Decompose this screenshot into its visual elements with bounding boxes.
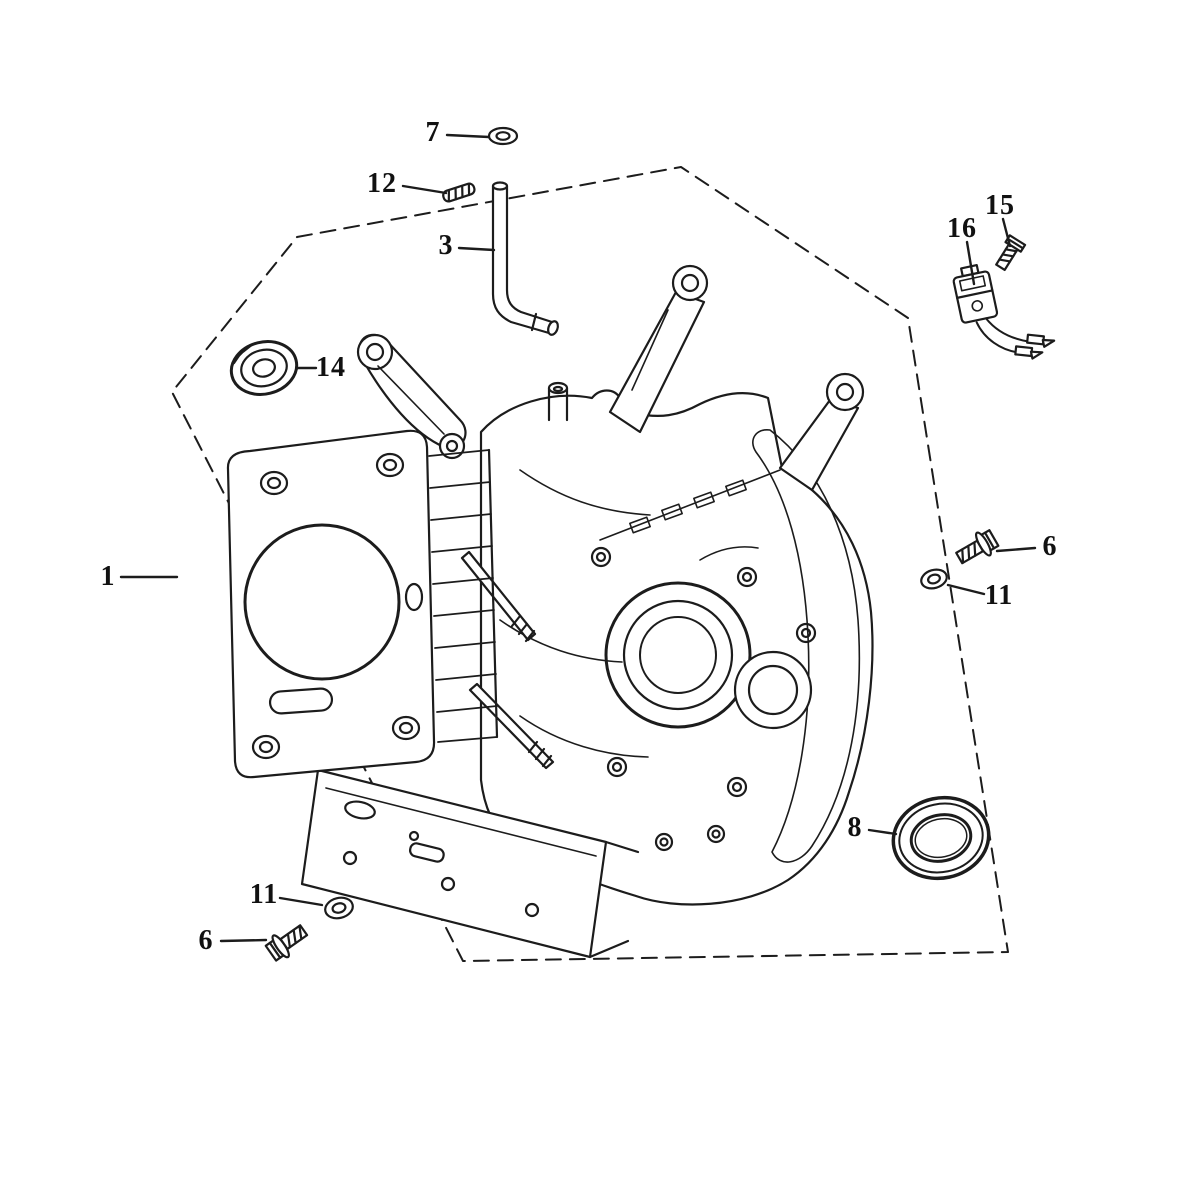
left-bracket-arm xyxy=(356,333,467,460)
part-6-bolt-left xyxy=(264,924,309,962)
leader-line-7 xyxy=(445,133,491,139)
right-upper-arm xyxy=(608,264,709,434)
callout-11: 11 xyxy=(249,879,279,910)
stud-a xyxy=(460,550,537,643)
callout-3: 3 xyxy=(438,230,454,261)
leader-line-11 xyxy=(278,896,324,907)
callout-6: 6 xyxy=(1042,531,1058,562)
callout-15: 15 xyxy=(985,190,1015,221)
callout-6: 6 xyxy=(198,925,214,956)
part-6-bolt-right xyxy=(955,529,1000,565)
part-14-seal xyxy=(229,340,299,396)
callout-8: 8 xyxy=(847,812,863,843)
callout-1: 1 xyxy=(100,561,116,592)
stud-b xyxy=(468,682,555,770)
part-16-unit xyxy=(952,263,1056,360)
callout-16: 16 xyxy=(947,213,977,244)
right-top-bracket xyxy=(778,372,865,492)
callout-leader-lines xyxy=(119,133,1037,943)
bolt-bosses xyxy=(590,546,817,852)
interior-ribs xyxy=(499,469,759,758)
crankcase-body xyxy=(460,381,874,906)
stud-boss xyxy=(547,381,569,422)
dashed-boundary xyxy=(171,166,1009,962)
callout-7: 7 xyxy=(425,117,441,148)
leader-line-6 xyxy=(219,938,268,943)
callout-14: 14 xyxy=(316,352,346,383)
part-11-washer-right xyxy=(920,568,948,590)
callout-11: 11 xyxy=(984,580,1014,611)
leader-line-11 xyxy=(946,583,986,596)
leader-line-3 xyxy=(457,246,496,252)
callout-12: 12 xyxy=(367,168,397,199)
leader-line-6 xyxy=(995,546,1037,553)
leader-line-16 xyxy=(965,240,976,286)
part-7-washer xyxy=(487,126,519,146)
leader-line-15 xyxy=(1001,217,1012,248)
leader-line-8 xyxy=(867,828,898,836)
cylinder-gasket-plate xyxy=(226,429,436,779)
part-11-washer-left xyxy=(324,896,354,920)
part-8-oil-seal xyxy=(891,795,991,881)
cylinder-fins xyxy=(428,448,499,743)
base-flange xyxy=(300,768,640,959)
leader-line-12 xyxy=(401,184,448,195)
part-12-pin xyxy=(442,182,476,203)
part-3-tube xyxy=(491,181,559,336)
part-15-screw xyxy=(995,234,1027,272)
